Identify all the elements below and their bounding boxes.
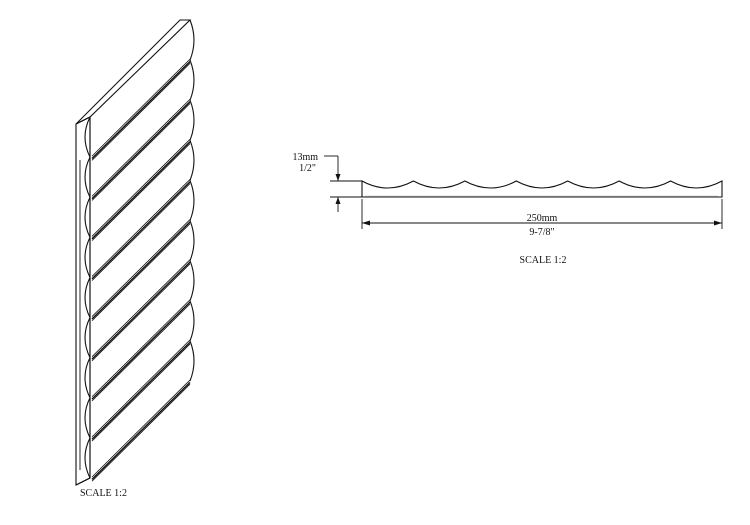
back-flute-arc: [189, 100, 195, 141]
flute-groove-line: [91, 381, 191, 480]
isometric-scale-label: SCALE 1:2: [80, 488, 127, 499]
front-flute-arc: [84, 237, 91, 278]
back-flute-arc: [189, 260, 195, 301]
section-profile: [361, 180, 723, 198]
section-view: [324, 155, 723, 229]
section-scale-label: SCALE 1:2: [520, 255, 567, 266]
flute-groove-line: [91, 343, 191, 442]
thickness-in-label: 1/2": [299, 163, 316, 174]
front-flute-arc: [84, 437, 91, 479]
flute-groove-line: [91, 379, 191, 478]
flute-groove-line: [91, 179, 191, 277]
flute-groove-line: [91, 339, 191, 438]
flute-groove-line: [91, 101, 191, 200]
panel-side-face: [75, 116, 91, 486]
flute-groove-line: [91, 219, 191, 317]
flute-groove-line: [91, 98, 191, 197]
back-flute-arc: [189, 59, 195, 101]
isometric-flutes: [84, 19, 195, 482]
panel-top-face: [75, 19, 192, 125]
front-flute-arc: [84, 357, 91, 399]
front-flute-arc: [84, 397, 91, 439]
flute-groove-line: [91, 259, 191, 357]
flute-groove-line: [91, 301, 191, 400]
front-flute-arc: [84, 196, 91, 238]
flute-groove-line: [91, 58, 191, 157]
flute-groove-line: [91, 63, 191, 161]
flute-groove-line: [91, 383, 191, 482]
flute-groove-line: [91, 183, 191, 281]
flute-groove-line: [91, 303, 191, 402]
flute-groove-line: [91, 341, 191, 440]
flute-groove-line: [91, 143, 191, 241]
front-flute-arc: [84, 116, 91, 158]
flute-groove-line: [91, 181, 191, 280]
flute-groove-line: [91, 141, 191, 240]
front-flute-arc: [84, 156, 91, 198]
isometric-view: [75, 19, 195, 486]
back-flute-arc: [189, 340, 195, 382]
panel-bottom-edge: [75, 477, 91, 486]
width-in-label: 9-7/8": [529, 227, 554, 238]
front-flute-arc: [84, 277, 91, 318]
thickness-arrow-bottom: [335, 197, 341, 204]
back-flute-arc: [189, 180, 195, 221]
back-flute-arc: [189, 19, 195, 61]
flute-groove-line: [91, 261, 191, 360]
flute-groove-line: [91, 263, 191, 362]
thickness-arrow-top: [335, 174, 341, 181]
flute-groove-line: [91, 299, 191, 398]
flute-groove-line: [91, 221, 191, 320]
flute-groove-line: [91, 139, 191, 237]
back-flute-arc: [189, 220, 195, 261]
front-flute-arc: [84, 317, 91, 358]
flute-groove-line: [91, 103, 191, 201]
back-flute-arc: [189, 140, 195, 181]
back-flute-arc: [189, 300, 195, 342]
thickness-mm-label: 13mm: [292, 152, 318, 163]
flute-groove-line: [91, 223, 191, 322]
flute-groove-line: [91, 61, 191, 160]
width-arrow-left: [362, 220, 370, 226]
width-arrow-right: [714, 220, 722, 226]
width-mm-label: 250mm: [527, 213, 558, 224]
